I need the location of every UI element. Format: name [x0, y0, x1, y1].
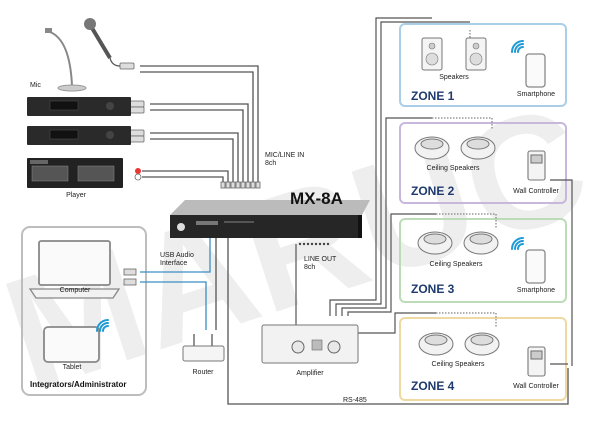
- zone-4-device-label: Wall Controller: [513, 383, 559, 390]
- audio-input-plugs: [119, 62, 261, 189]
- mx-8a-mixer: [170, 200, 370, 238]
- mic-label: Mic: [30, 82, 41, 89]
- zone-3-title: ZONE 3: [411, 282, 455, 296]
- router: [182, 334, 225, 362]
- speaker-cables: [329, 17, 470, 334]
- mic-line-in-line-1: MIC/LINE IN: [265, 152, 305, 159]
- zone-3-box: [399, 218, 567, 303]
- tablet: [43, 326, 100, 363]
- computer-label: Computer: [59, 287, 91, 294]
- gooseneck-mic: [45, 28, 87, 92]
- line-out-label: LINE OUT 8ch: [304, 256, 336, 272]
- zone-4-speakers-label: Ceiling Speakers: [431, 361, 485, 368]
- amplifier-label: Amplifier: [296, 370, 324, 377]
- zone-3-speakers-label: Ceiling Speakers: [429, 261, 483, 268]
- mic-line-in-label: MIC/LINE IN 8ch: [265, 152, 304, 168]
- rs485-label: RS-485: [343, 397, 367, 404]
- zone-4-box: [399, 317, 567, 401]
- usb-audio-label: USB Audio Interface: [160, 252, 194, 268]
- media-player-rack-1: [27, 97, 131, 116]
- mixer-model-label: MX-8A: [290, 189, 343, 208]
- tablet-label: Tablet: [62, 364, 82, 371]
- usb-lan-cables: [140, 226, 569, 405]
- wifi-icons: [96, 40, 524, 332]
- handheld-mic: [84, 18, 121, 67]
- wall-controllers: [527, 150, 546, 377]
- smartphones: [525, 53, 546, 284]
- media-player-rack-2: [27, 126, 131, 145]
- usb-audio-line-2: Interface: [160, 260, 188, 268]
- zone-1-speakers-label: Speakers: [439, 74, 469, 81]
- player-label: Player: [66, 192, 86, 199]
- cassette-player: [27, 158, 123, 188]
- zone-1-box: [399, 23, 567, 107]
- zone-1-box-speakers: [421, 37, 487, 71]
- amplifier-device: [261, 324, 359, 364]
- zone-3-device-label: Smartphone: [516, 287, 556, 294]
- line-out-line-1: LINE OUT: [304, 256, 337, 263]
- zone-2-title: ZONE 2: [411, 184, 455, 198]
- admin-group-label: Integrators/Administrator: [30, 380, 127, 389]
- laptop: [28, 240, 121, 299]
- zone-2-device-label: Wall Controller: [513, 188, 559, 195]
- ceiling-speakers: [414, 136, 500, 356]
- router-label: Router: [192, 369, 214, 376]
- zone-4-title: ZONE 4: [411, 379, 455, 393]
- zone-1-title: ZONE 1: [411, 89, 455, 103]
- rca-red-plug: [135, 168, 141, 174]
- zone-2-speakers-label: Ceiling Speakers: [426, 165, 480, 172]
- line-out-line-2: 8ch: [304, 264, 316, 272]
- admin-group-box: [21, 226, 147, 396]
- usb-audio-line-1: USB Audio: [160, 252, 194, 259]
- zone-2-box: [399, 122, 567, 204]
- audio-input-cables: [140, 65, 259, 185]
- rca-white-plug: [134, 173, 142, 181]
- mic-line-in-line-2: 8ch: [265, 160, 277, 168]
- zone-1-device-label: Smartphone: [516, 91, 556, 98]
